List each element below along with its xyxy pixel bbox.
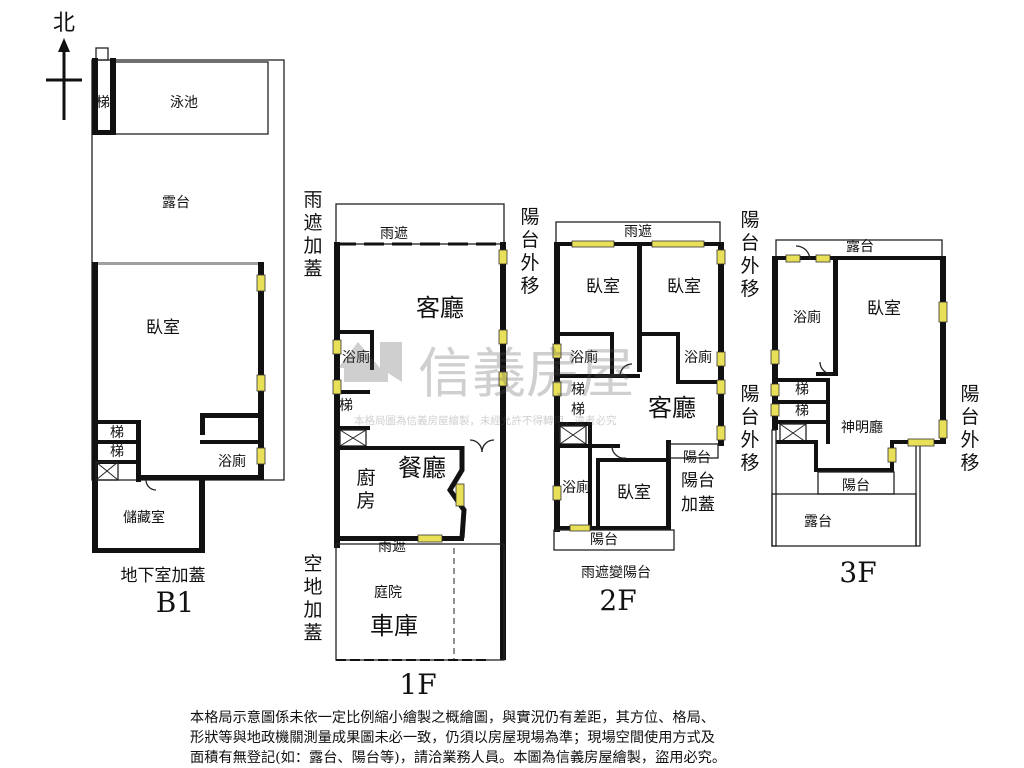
2f-rain-cover: 雨遮 xyxy=(624,224,652,240)
2f-label: 2F xyxy=(599,584,636,617)
svg-text:廚房: 廚房 xyxy=(356,466,375,512)
3f-label: 3F xyxy=(839,556,876,589)
2f-stairs-b: 梯 xyxy=(571,402,585,418)
north-label: 北 xyxy=(53,11,75,36)
1f-bathroom: 浴廁 xyxy=(342,349,370,366)
1f-yard: 庭院 xyxy=(374,584,402,601)
1f-living: 客廳 xyxy=(416,294,464,322)
disclaimer: 本格局示意圖係未依一定比例縮小繪製之概繪圖，與實況仍有差距，其方位、格局、 形狀… xyxy=(190,708,850,768)
3f-bathroom: 浴廁 xyxy=(793,309,821,326)
b1-label: B1 xyxy=(156,586,194,619)
floor-3f: 露台 浴廁 臥室 梯 梯 神明廳 陽台外移 陽台 露台 3F xyxy=(770,239,980,589)
floor-2f: 雨遮 陽台外移 臥室 臥室 浴廁 浴廁 梯 梯 客廳 陽台外移 陽台 陽台加蓋 … xyxy=(552,209,760,617)
2f-balcony-bottom: 陽台 xyxy=(590,532,618,548)
floor-b1: 梯 泳池 露台 臥室 梯 梯 浴廁 儲藏室 地下室加蓋 B1 xyxy=(91,47,285,619)
1f-rain-cover-bottom: 雨遮 xyxy=(378,539,406,555)
2f-stairs-a: 梯 xyxy=(571,382,585,398)
3f-terrace-top: 露台 xyxy=(846,239,874,255)
2f-balcony-move-top: 陽台外移 xyxy=(740,209,759,300)
disclaimer-line-2: 形狀等與地政機關測量成果圖未必一致，仍須以房屋現場為準；現場空間使用方式及 xyxy=(190,730,715,746)
2f-balcony-add: 陽台加蓋 xyxy=(681,471,715,515)
2f-note: 雨遮變陽台 xyxy=(581,565,651,581)
svg-text:陽台外移: 陽台外移 xyxy=(520,206,539,297)
svg-text:餐廳: 餐廳 xyxy=(398,454,446,482)
disclaimer-line-1: 本格局示意圖係未依一定比例縮小繪製之概繪圖，與實況仍有差距，其方位、格局、 xyxy=(190,710,715,726)
1f-dining: 餐廳 xyxy=(398,454,446,482)
svg-text:空地加蓋: 空地加蓋 xyxy=(303,553,322,644)
disclaimer-line-3: 面積有無登記(如：露台、陽台等)，請洽業務人員。本圖為信義房屋繪製，盜用必究。 xyxy=(190,750,727,766)
north-compass: 北 xyxy=(46,11,82,120)
3f-bedroom: 臥室 xyxy=(867,299,901,319)
2f-living: 客廳 xyxy=(648,394,696,422)
1f-rain-cover-add: 雨遮加蓋 xyxy=(303,189,322,280)
b1-bedroom: 臥室 xyxy=(146,318,180,338)
b1-pool: 泳池 xyxy=(170,95,198,111)
b1-bathroom: 浴廁 xyxy=(218,453,246,470)
3f-terrace: 露台 xyxy=(804,514,832,530)
2f-bedroom-c: 臥室 xyxy=(617,483,651,503)
b1-storage: 儲藏室 xyxy=(123,509,165,526)
svg-text:陽台外移: 陽台外移 xyxy=(960,383,979,474)
watermark-logo-icon xyxy=(338,342,402,382)
3f-stairs-a: 梯 xyxy=(795,382,809,398)
svg-text:陽台加蓋: 陽台加蓋 xyxy=(681,471,715,515)
b1-stairs: 梯 xyxy=(96,95,110,111)
2f-bedroom-b: 臥室 xyxy=(667,277,701,297)
1f-stairs: 梯 xyxy=(339,398,353,414)
b1-stairs-b: 梯 xyxy=(110,444,124,460)
b1-note: 地下室加蓋 xyxy=(121,566,206,586)
1f-balcony-move: 陽台外移 xyxy=(520,206,539,297)
watermark: 信義房屋 本格局圖為信義房屋繪製，未經允許不得轉用，違者必究 xyxy=(338,342,634,427)
3f-stairs-b: 梯 xyxy=(795,403,809,419)
b1-terrace: 露台 xyxy=(162,195,190,211)
2f-bathroom-a: 浴廁 xyxy=(570,349,598,366)
floor-1f: 雨遮加蓋 雨遮 陽台外移 客廳 浴廁 梯 廚房 餐廳 雨遮 空地加蓋 庭院 車庫… xyxy=(303,189,539,701)
3f-balcony: 陽台 xyxy=(842,478,870,494)
watermark-brand: 信義房屋 xyxy=(418,342,634,405)
2f-balcony-move-mid: 陽台外移 xyxy=(740,383,759,474)
2f-bathroom-b: 浴廁 xyxy=(684,349,712,366)
2f-bathroom-c: 浴廁 xyxy=(562,479,590,496)
3f-shrine: 神明廳 xyxy=(841,419,883,436)
2f-bedroom-a: 臥室 xyxy=(586,277,620,297)
b1-stairs-a: 梯 xyxy=(110,425,124,441)
svg-text:陽台外移: 陽台外移 xyxy=(740,209,759,300)
svg-text:陽台外移: 陽台外移 xyxy=(740,383,759,474)
2f-balcony: 陽台 xyxy=(683,450,711,466)
1f-kitchen: 廚房 xyxy=(356,466,375,512)
svg-text:雨遮加蓋: 雨遮加蓋 xyxy=(303,189,322,280)
watermark-line: 本格局圖為信義房屋繪製，未經允許不得轉用，違者必究 xyxy=(354,414,617,427)
1f-open-space-add: 空地加蓋 xyxy=(303,553,322,644)
1f-rain-cover: 雨遮 xyxy=(380,226,408,242)
1f-label: 1F xyxy=(399,668,436,701)
1f-garage: 車庫 xyxy=(370,612,418,640)
3f-balcony-move: 陽台外移 xyxy=(960,383,979,474)
